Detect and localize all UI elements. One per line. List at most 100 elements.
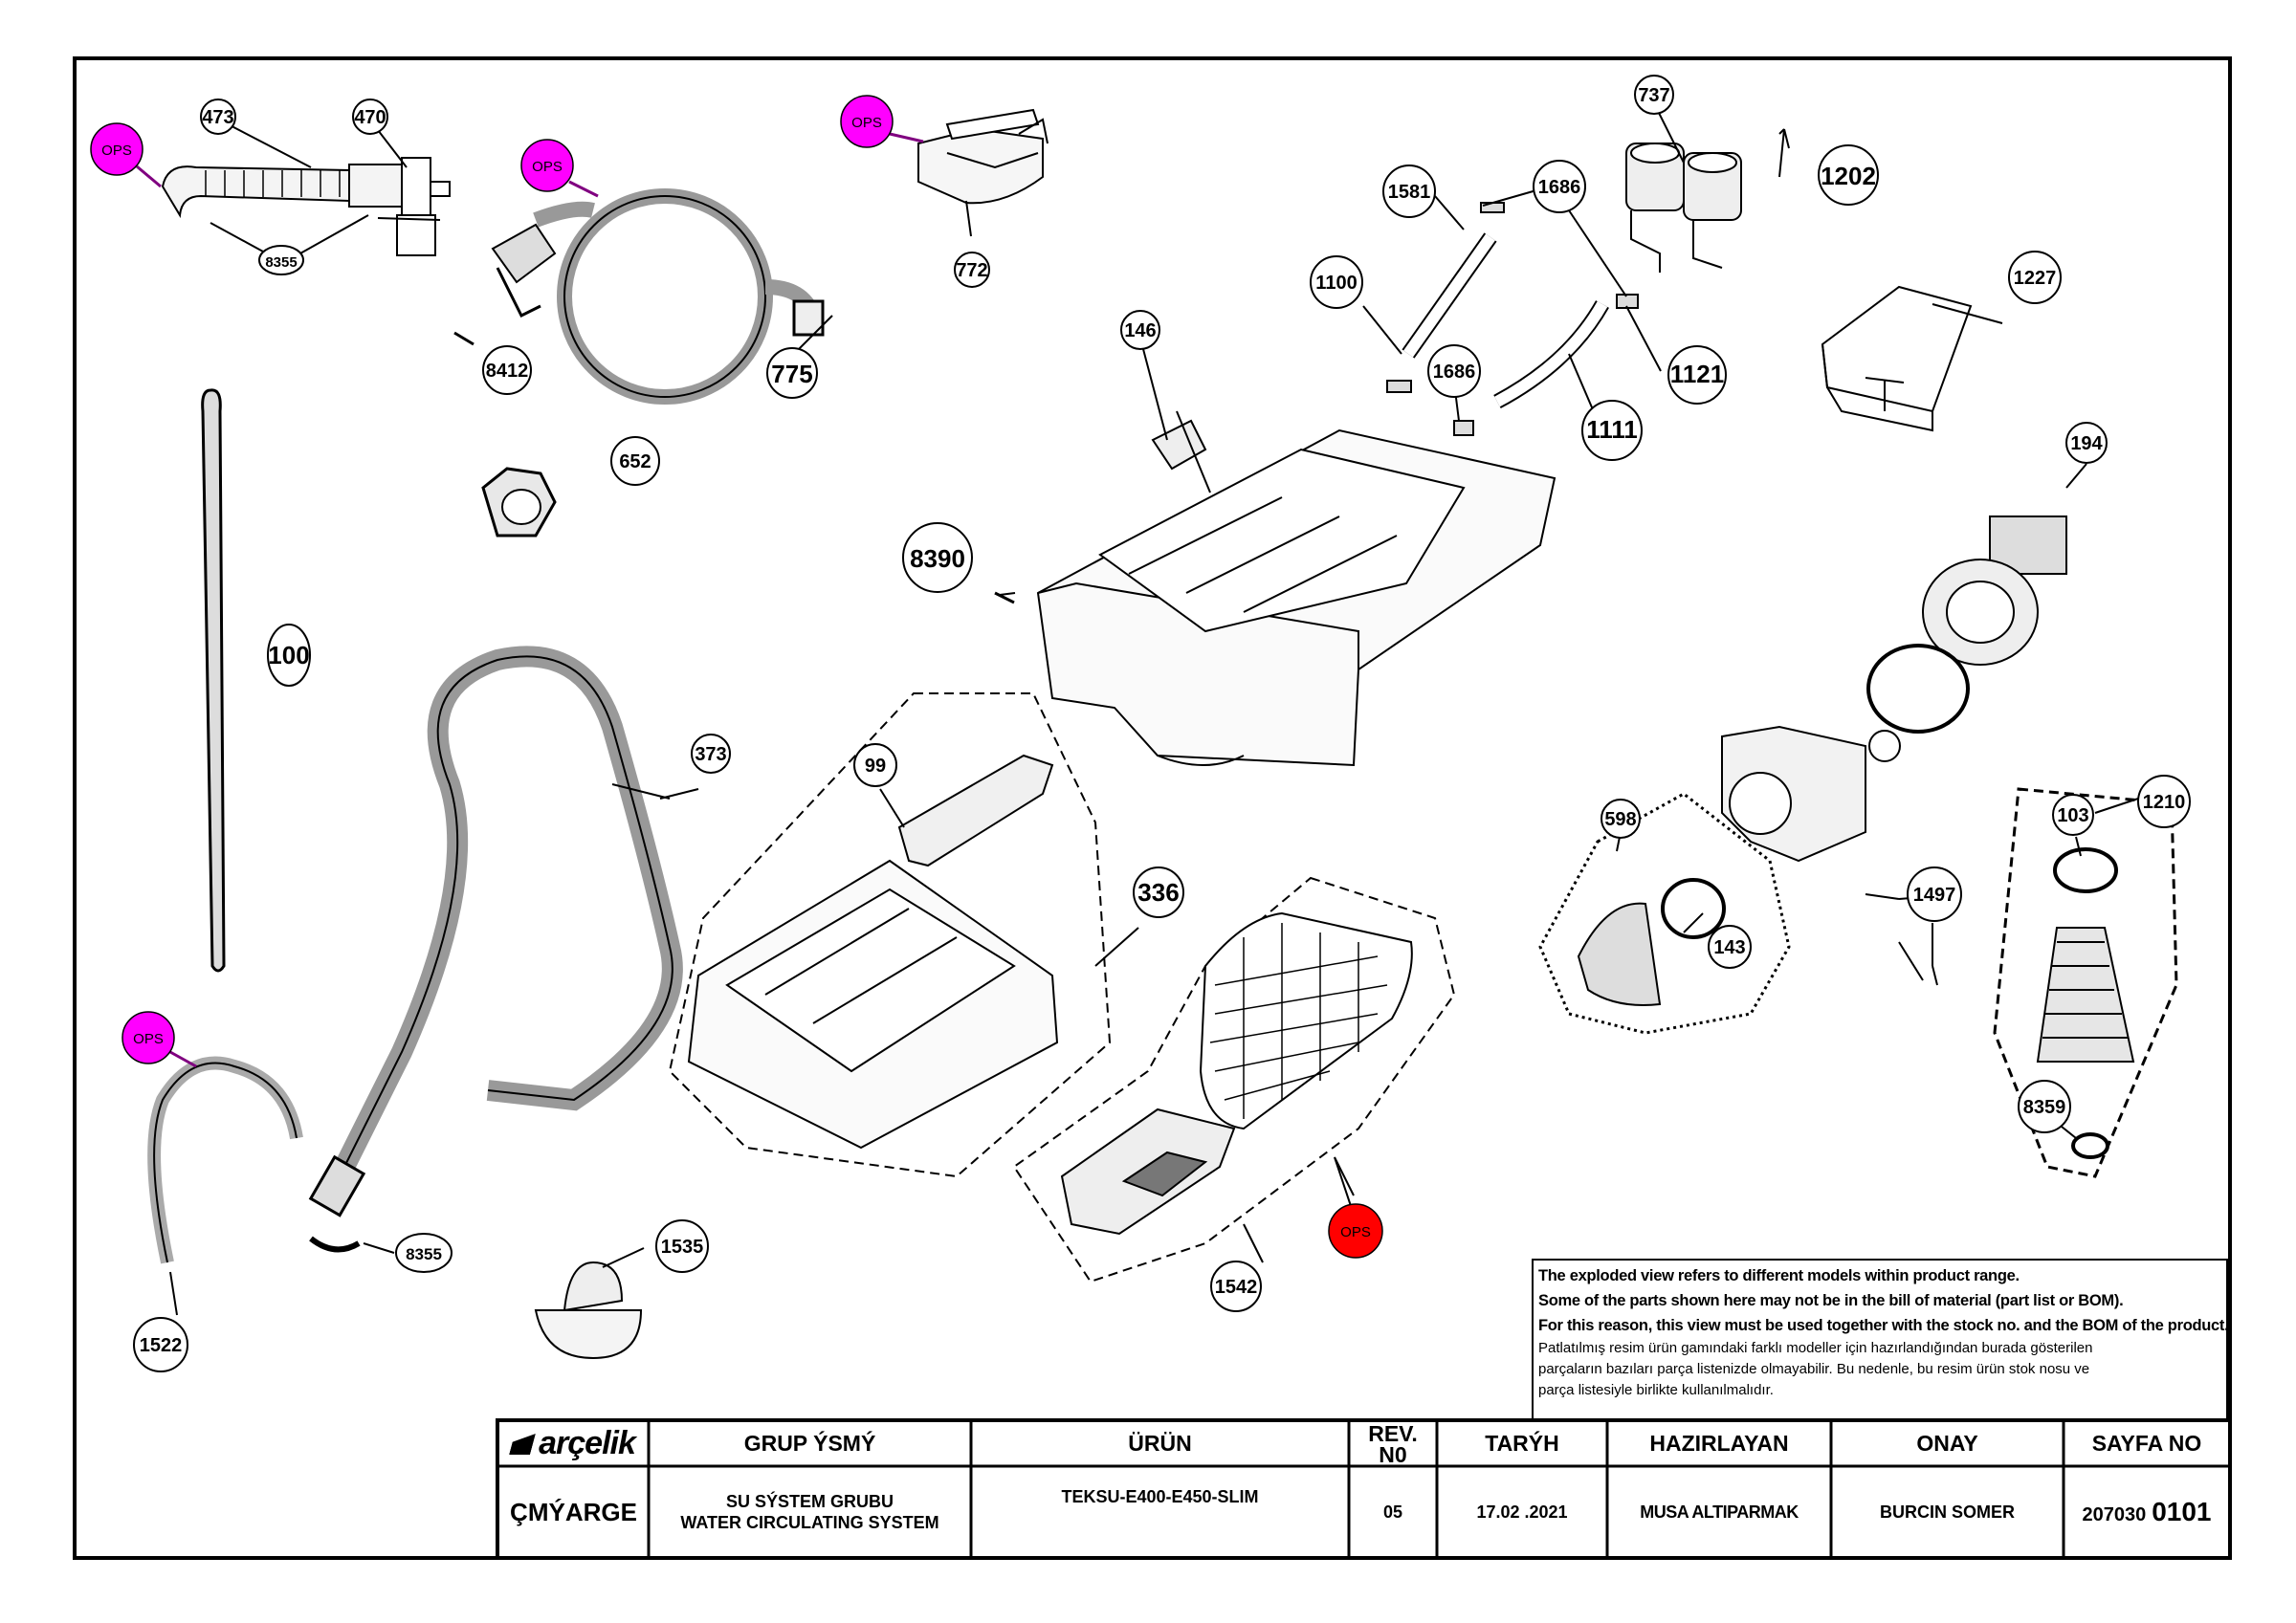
callout-1497: 1497 [1907,866,1962,922]
group-outline-598 [1538,792,1791,1035]
callout-8359: 8359 [2018,1080,2071,1133]
svg-text:652: 652 [619,451,651,472]
part-hose-hook-1522 [147,1056,303,1264]
value-onay: BURCIN SOMER [1879,1502,2015,1522]
part-bellows [2036,927,2135,1063]
part-filter-tray [1060,1108,1236,1236]
callout-1121: 1121 [1667,345,1727,405]
svg-text:1535: 1535 [661,1237,704,1258]
header-onay: ONAY [1916,1431,1978,1456]
part-pump-housing [1721,725,1901,863]
svg-text:1227: 1227 [2014,268,2057,289]
note-en-3: For this reason, this view must be used … [1538,1317,2229,1334]
callout-652: 652 [610,436,660,486]
svg-text:772: 772 [956,260,987,281]
part-clamp-8359 [2071,1132,2109,1159]
svg-text:373: 373 [695,744,726,765]
arcelik-logo-icon [509,1434,536,1455]
callout-100: 100 [267,624,311,687]
callout-336: 336 [1133,866,1184,918]
svg-text:1686: 1686 [1433,362,1476,383]
part-screw-8390 [994,591,1015,604]
part-detergent-drawer [687,859,1059,1150]
part-pressure-switch-772 [917,108,1049,205]
header-rev: REV. N0 [1368,1420,1418,1467]
callout-772: 772 [954,252,990,288]
svg-text:1210: 1210 [2143,792,2186,813]
ops-marker-1: OPS [90,122,144,176]
svg-text:598: 598 [1604,809,1636,830]
callout-1522: 1522 [133,1317,188,1372]
callout-1542: 1542 [1210,1261,1262,1312]
part-illustrations [147,108,2178,1360]
part-clamp-1686a [1480,202,1639,309]
callout-1111: 1111 [1581,400,1643,461]
svg-text:1202: 1202 [1821,162,1876,190]
part-seal-100 [201,388,226,973]
part-hose-hook-1522-outline [153,1062,298,1263]
svg-text:336: 336 [1137,878,1179,907]
ops-marker-4: OPS [121,1011,175,1064]
svg-text:1522: 1522 [140,1335,183,1356]
header-grup-ismi: GRUP ÝSMÝ [743,1431,876,1456]
svg-text:OPS: OPS [133,1031,164,1047]
callouts: 473 470 8355 772 775 8412 652 100 737 12… [133,75,2191,1372]
svg-text:473: 473 [202,107,233,128]
title-block-grid [496,1259,2232,1560]
svg-text:8359: 8359 [2023,1097,2066,1118]
svg-text:1121: 1121 [1670,360,1724,388]
callout-1581: 1581 [1382,164,1436,218]
header-sayfa-no: SAYFA NO [2091,1431,2202,1456]
callout-1686-mid: 1686 [1427,344,1481,398]
part-siphon-99 [897,754,1054,867]
value-rev: 05 [1382,1502,1403,1522]
svg-text:8412: 8412 [486,361,529,382]
svg-text:1581: 1581 [1388,182,1431,203]
value-urun: TEKSU-E400-E450-SLIM [1061,1486,1259,1506]
part-tube-1581-inner [1403,233,1495,358]
header-urun: ÜRÜN [1128,1431,1192,1456]
part-pump-motor-194 [1922,515,2067,666]
callout-598: 598 [1601,799,1641,839]
part-holder-1535 [534,1261,643,1360]
svg-text:8390: 8390 [910,544,965,573]
callout-1202: 1202 [1818,144,1879,206]
svg-text:8355: 8355 [265,254,297,271]
note-tr-1: Patlatılmış resim ürün gamındaki farklı … [1538,1340,2093,1356]
svg-text:103: 103 [2057,805,2088,826]
callout-775: 775 [766,347,818,399]
callout-143: 143 [1708,925,1752,969]
callout-473: 473 [200,99,236,135]
notes-box: The exploded view refers to different mo… [1533,1260,2229,1420]
value-cizimler: ÇMÝARGE [510,1497,637,1526]
part-pad-1227 [1821,285,1973,432]
callout-1210: 1210 [2137,775,2191,828]
svg-text:8355: 8355 [406,1245,442,1263]
ops-marker-5: OPS [1328,1203,1383,1259]
note-en-2: Some of the parts shown here may not be … [1538,1292,2124,1309]
svg-text:1100: 1100 [1315,273,1357,294]
callout-146: 146 [1120,310,1160,350]
svg-text:1497: 1497 [1913,885,1956,906]
callout-1535: 1535 [655,1219,709,1273]
callout-8355-top: 8355 [258,245,304,275]
part-gasket-ring [1866,644,1970,734]
part-drain-hose-373 [308,646,683,1217]
note-tr-2: parçaların bazıları parça listenizde olm… [1538,1361,2090,1377]
callout-1686-top: 1686 [1533,160,1586,213]
svg-text:143: 143 [1713,937,1745,958]
group-outline-1542 [1012,876,1456,1283]
value-tarih: 17.02 .2021 [1476,1502,1568,1522]
svg-text:146: 146 [1124,320,1156,341]
svg-text:OPS: OPS [101,143,132,159]
callout-99: 99 [853,743,897,787]
svg-text:OPS: OPS [1340,1224,1371,1240]
callout-1100: 1100 [1310,255,1363,309]
part-clamp-1686b [1386,380,1474,436]
svg-text:737: 737 [1638,85,1669,106]
svg-text:775: 775 [771,360,812,388]
callout-8355-bottom: 8355 [395,1233,453,1273]
svg-text:99: 99 [865,756,886,777]
callout-103: 103 [2052,794,2094,836]
